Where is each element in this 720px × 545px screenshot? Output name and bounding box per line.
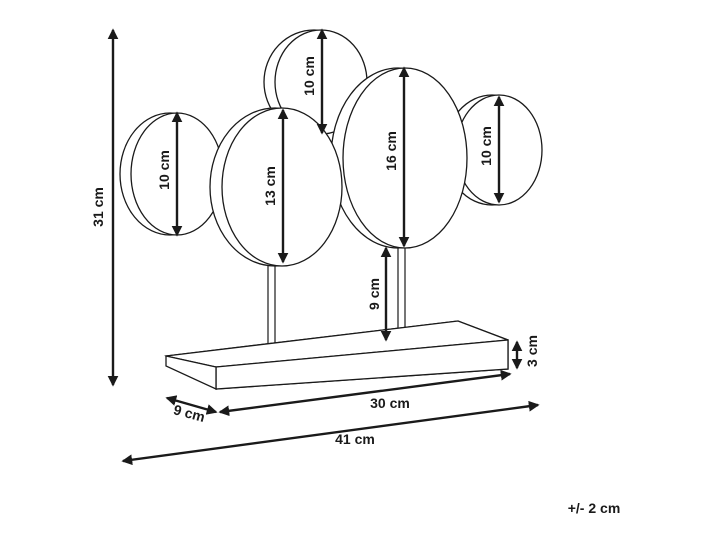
total-width-dimension xyxy=(121,400,540,466)
middle-left-circle-label: 13 cm xyxy=(262,166,278,206)
disc-left xyxy=(119,112,224,236)
left-rod xyxy=(267,254,276,356)
right-rod xyxy=(397,244,406,341)
total-width-label: 41 cm xyxy=(335,431,375,447)
left-circle-label: 10 cm xyxy=(156,150,172,190)
base-depth-label: 9 cm xyxy=(172,401,207,425)
total-height-label: 31 cm xyxy=(90,187,106,227)
base-block xyxy=(164,320,509,391)
top-circle-label: 10 cm xyxy=(301,56,317,96)
dimension-labels: 31 cm 10 cm 13 cm 10 cm 16 cm 10 cm 9 cm… xyxy=(90,56,620,516)
right-circle-label: 10 cm xyxy=(478,126,494,166)
large-circle-label: 16 cm xyxy=(383,131,399,171)
dimension-lines xyxy=(107,28,540,466)
base-side xyxy=(165,355,217,391)
base-height-label: 3 cm xyxy=(524,335,540,367)
base-width-label: 30 cm xyxy=(370,395,410,411)
tolerance-label: +/- 2 cm xyxy=(568,500,621,516)
rod-height-label: 9 cm xyxy=(366,278,382,310)
disc-large xyxy=(330,67,468,249)
